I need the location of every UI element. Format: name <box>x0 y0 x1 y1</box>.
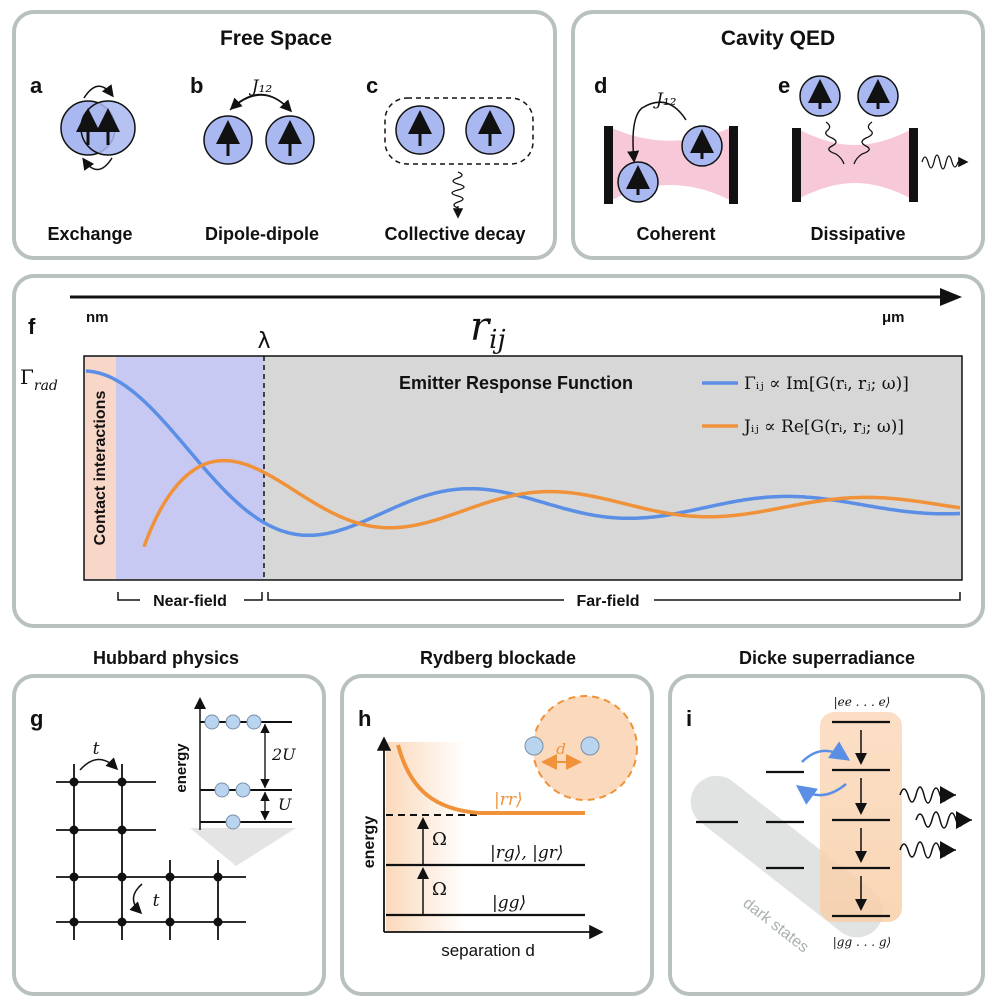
lambda-label: λ <box>257 329 270 354</box>
symmetric-ladder-box <box>820 712 902 922</box>
collective-box <box>384 97 534 165</box>
panel-letter-e: e <box>778 73 790 98</box>
omega-label: Ω <box>432 879 447 900</box>
cavity-mirror <box>909 128 918 202</box>
free-space-panel: Free Space a Exchange b J₁₂ Dipole-dipol… <box>12 10 557 260</box>
exchange-arrow-icon <box>83 84 114 99</box>
axis-arrow-icon <box>940 288 962 306</box>
exchange-arrow-icon <box>82 157 113 171</box>
contact-interactions-label: Contact interactions <box>92 391 109 546</box>
hop-arrow-icon <box>79 757 119 771</box>
separation-d-label: d <box>556 740 566 758</box>
plot-title: Emitter Response Function <box>399 373 633 393</box>
separation-axis-label: separation d <box>441 941 535 960</box>
cavity-qed-title: Cavity QED <box>721 27 835 50</box>
photon-arrow-icon <box>940 786 956 804</box>
gg-state-label: |gg⟩ <box>492 893 526 913</box>
hubbard-panel: g t t energy <box>12 674 326 996</box>
coupling-arrow-icon <box>795 783 847 805</box>
exchange-caption: Exchange <box>47 224 132 244</box>
photon-wave-icon <box>853 121 873 165</box>
contact-region <box>85 357 116 579</box>
cavity-mode <box>800 130 910 198</box>
hubbard-title: Hubbard physics <box>93 648 239 668</box>
cavity-qed-panel: Cavity QED d J₁₂ Coherent e Dissipative <box>571 10 985 260</box>
rydberg-panel: h energy separation d Ω Ω |gg⟩ |rg⟩, |gr… <box>340 674 654 996</box>
coupling-arrow-icon <box>801 741 851 763</box>
panel-letter-d: d <box>594 73 607 98</box>
photon-wave-icon <box>825 121 845 165</box>
panel-letter-c: c <box>366 73 378 98</box>
bottom-state-label: |gg . . . g⟩ <box>833 935 891 949</box>
lattice-sites <box>69 777 223 927</box>
near-field-region <box>116 357 264 579</box>
rydberg-title: Rydberg blockade <box>420 648 576 668</box>
dicke-title: Dicke superradiance <box>739 648 915 668</box>
hop-arrow-icon <box>129 883 143 915</box>
rr-state-label: |rr⟩ <box>494 790 523 810</box>
exchange-atoms <box>60 84 136 171</box>
legend-gamma-label: Γᵢⱼ ∝ Im[G(rᵢ, rⱼ; ω)] <box>744 374 909 394</box>
j-curve <box>142 458 961 548</box>
panel-letter-i: i <box>686 706 692 731</box>
response-function-panel: nm μm f rij λ Contact interactions Γrad … <box>12 274 985 628</box>
photon-wave-icon <box>451 171 465 209</box>
free-space-title: Free Space <box>220 27 332 50</box>
axis-nm-label: nm <box>86 309 109 326</box>
gamma-curve <box>85 369 961 538</box>
legend-j-label: Jᵢⱼ ∝ Re[G(rᵢ, rⱼ; ω)] <box>742 417 904 437</box>
energy-axis-label: energy <box>173 743 190 793</box>
photon-arrow-icon <box>940 841 956 859</box>
panel-letter-h: h <box>358 706 371 731</box>
gamma-rad-label: Γrad <box>20 365 58 394</box>
energy-axis-label: energy <box>361 816 378 869</box>
coherent-caption: Coherent <box>636 224 715 244</box>
hop-label: t <box>93 739 100 759</box>
dicke-panel: i dark states |ee . . . e⟩ |gg . . . g⟩ <box>668 674 985 996</box>
atom-icon <box>580 736 600 756</box>
panel-letter-f: f <box>28 314 36 339</box>
two-u-label: 2U <box>271 745 296 764</box>
cavity-mirror <box>729 126 738 204</box>
rij-label: rij <box>470 304 506 355</box>
dipole-dipole-caption: Dipole-dipole <box>205 224 319 244</box>
dicke-levels <box>696 720 890 918</box>
dipole-atoms <box>203 93 315 165</box>
coupling-j12-label: J₁₂ <box>249 77 273 97</box>
panel-letter-a: a <box>30 73 43 98</box>
collective-decay-caption: Collective decay <box>384 224 525 244</box>
far-field-label: Far-field <box>576 593 639 610</box>
atom-icon <box>524 736 544 756</box>
coupling-arrow-icon <box>627 101 687 163</box>
cavity-mirror <box>604 126 613 204</box>
rr-curve <box>396 744 585 815</box>
photon-arrow-icon <box>956 811 972 829</box>
blockade-region <box>386 742 466 932</box>
panel-letter-g: g <box>30 706 43 731</box>
hop-label: t <box>153 891 160 911</box>
top-state-label: |ee . . . e⟩ <box>834 695 891 709</box>
omega-label: Ω <box>432 829 447 850</box>
u-label: U <box>278 795 292 814</box>
rg-state-label: |rg⟩, |gr⟩ <box>490 843 564 863</box>
collective-decay-atoms <box>384 97 534 219</box>
panel-letter-b: b <box>190 73 203 98</box>
leaking-photon-icon <box>921 154 959 170</box>
dissipative-caption: Dissipative <box>810 224 905 244</box>
near-field-label: Near-field <box>153 593 227 610</box>
axis-um-label: μm <box>882 309 905 326</box>
cavity-mirror <box>792 128 801 202</box>
zoom-wedge <box>190 828 296 866</box>
